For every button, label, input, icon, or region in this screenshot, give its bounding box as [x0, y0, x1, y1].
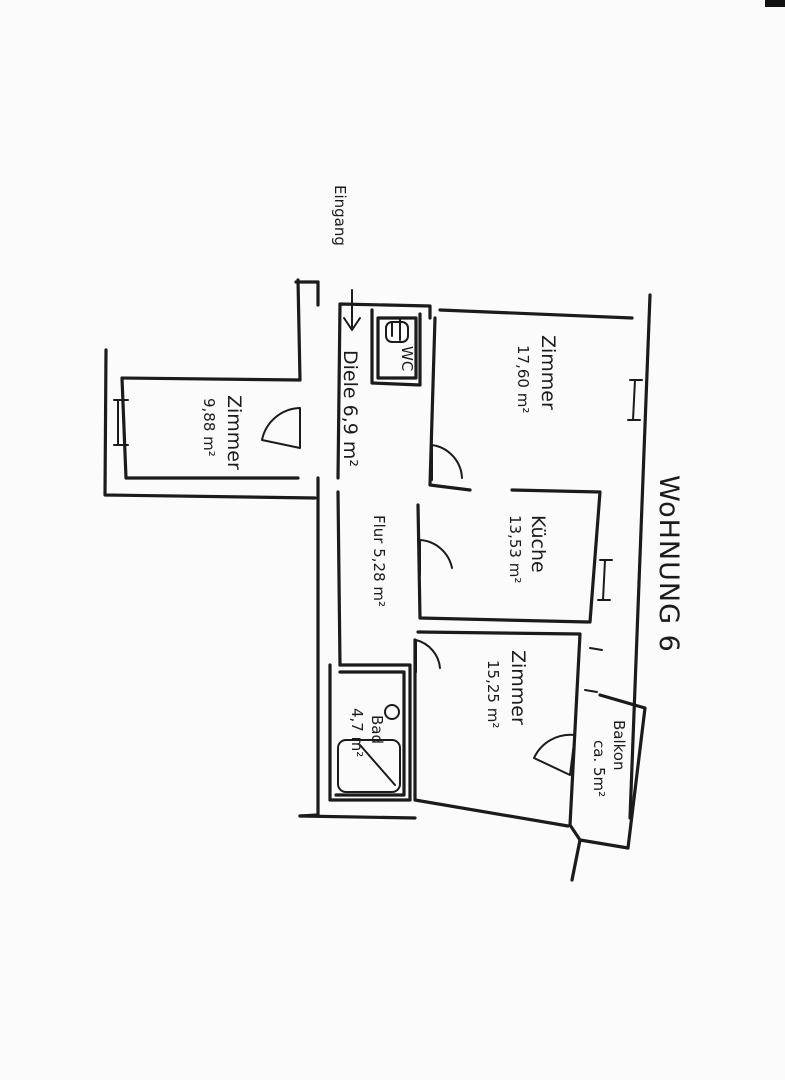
zimmer1-area: 17,60 m² [514, 345, 532, 413]
door-zimmer1 [431, 444, 463, 481]
zimmer3-area: 9,88 m² [200, 398, 218, 457]
wall-corridor-left [298, 280, 320, 818]
door-left-room [261, 407, 301, 449]
bad-name: Bad [368, 715, 386, 744]
labels: WoHNUNG 6 Zimmer 17,60 m² Küche 13,53 m²… [200, 185, 684, 797]
window-right-3 [584, 647, 603, 693]
zimmer1-name: Zimmer [537, 335, 559, 410]
wall-bottom [298, 814, 417, 820]
walls [103, 278, 652, 882]
toilet [385, 321, 409, 343]
balkon-name: Balkon [610, 720, 628, 771]
wall-diele [336, 302, 432, 667]
wall-wc [370, 308, 422, 387]
window-right-1 [627, 379, 643, 421]
door-kueche [419, 539, 453, 576]
wall-divider-lower [413, 630, 582, 828]
entrance-arrow [343, 289, 361, 331]
flur-label: Flur 5,28 m² [370, 515, 388, 607]
fixtures [337, 321, 409, 793]
bathtub-line [359, 744, 396, 786]
bad-area: 4,7 m² [348, 708, 366, 757]
diele-label: Diele 6,9 m² [339, 350, 361, 467]
apartment-title: WoHNUNG 6 [653, 475, 684, 653]
washbasin [384, 704, 400, 720]
kueche-name: Küche [527, 515, 549, 573]
wc-label: WC [398, 346, 416, 371]
window-right-2 [597, 559, 613, 601]
left-room-window [113, 399, 129, 446]
wall-left-room [103, 278, 320, 500]
entrance-label: Eingang [331, 185, 349, 246]
door-zimmer2 [415, 639, 441, 673]
kueche-area: 13,53 m² [506, 515, 524, 583]
bathtub [337, 739, 401, 793]
wall-bad [328, 663, 412, 802]
wall-outer [416, 293, 652, 820]
doors [261, 317, 576, 776]
page-corner-mark [765, 0, 785, 7]
balkon-area: ca. 5m² [590, 740, 608, 797]
zimmer3-name: Zimmer [223, 395, 245, 470]
wall-balcony [568, 693, 647, 882]
door-balkon [533, 733, 576, 776]
zimmer2-name: Zimmer [507, 650, 529, 725]
zimmer2-area: 15,25 m² [484, 660, 502, 728]
